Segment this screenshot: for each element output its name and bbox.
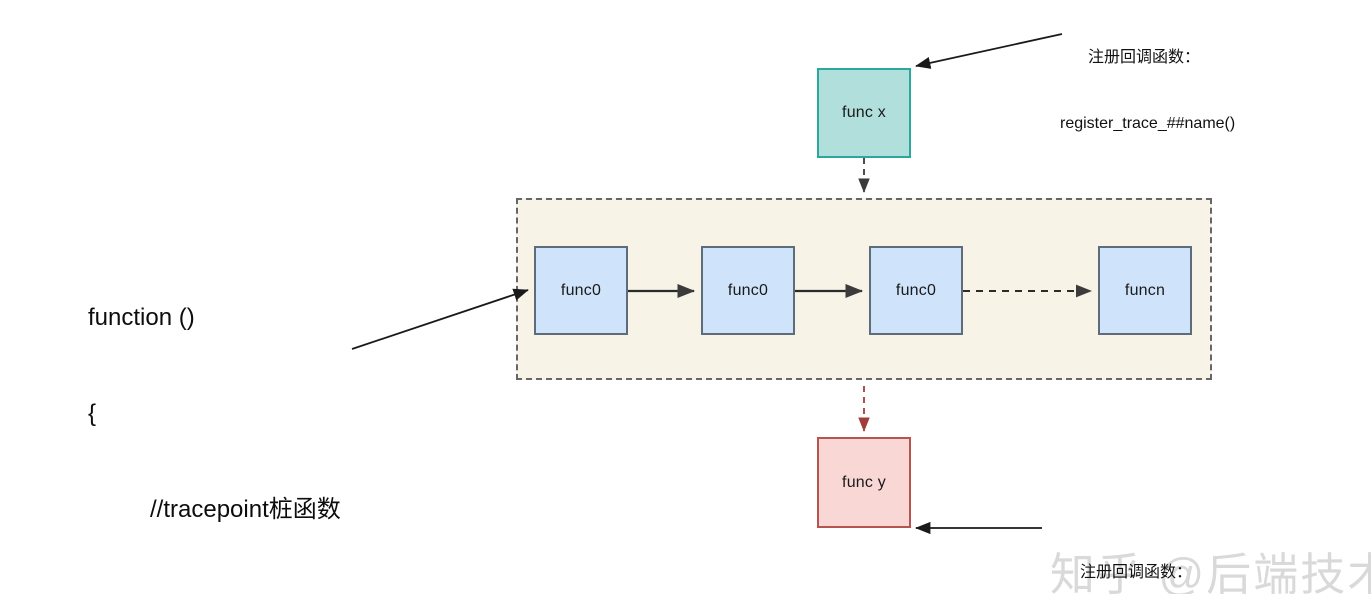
annotation-top-right-line2: register_trace_##name()	[1060, 115, 1236, 132]
annotation-bottom-right-line1: 注册回调函数：	[1080, 564, 1193, 581]
node-func0-3[interactable]: func0	[869, 246, 963, 335]
code-line-3: trace_##name()	[88, 590, 341, 594]
code-line-0: function ()	[88, 304, 195, 331]
annotation-top-right: 注册回调函数： register_trace_##name()	[1060, 3, 1360, 179]
arrow-register-top	[915, 33, 1063, 69]
annotation-bottom-right: 注册回调函数： register_trace_##name()	[1048, 518, 1348, 594]
node-func-x[interactable]: func x	[817, 68, 911, 158]
node-func-y[interactable]: func y	[817, 437, 911, 528]
node-func0-2-label: func0	[727, 281, 769, 299]
node-func0-3-label: func0	[895, 281, 937, 299]
node-func-y-label: func y	[842, 473, 886, 491]
code-line-2: //tracepoint桩函数	[150, 496, 341, 523]
func-chain-group-box	[516, 198, 1212, 380]
watermark-text: 知乎 @后端技术	[1050, 549, 1371, 594]
node-func-x-label: func x	[842, 104, 886, 121]
node-funcn-label: funcn	[1124, 281, 1166, 299]
annotation-top-right-line1: 注册回调函数：	[1088, 49, 1201, 66]
code-line-1: {	[88, 400, 97, 427]
node-funcn[interactable]: funcn	[1098, 246, 1192, 335]
watermark: 知乎 @后端技术	[992, 500, 1371, 594]
arrow-code-to-func0	[351, 288, 529, 350]
node-func0-1-label: func0	[560, 281, 602, 299]
node-func0-1[interactable]: func0	[534, 246, 628, 335]
code-block: function () { //tracepoint桩函数 trace_##na…	[88, 238, 341, 594]
node-func0-2[interactable]: func0	[701, 246, 795, 335]
